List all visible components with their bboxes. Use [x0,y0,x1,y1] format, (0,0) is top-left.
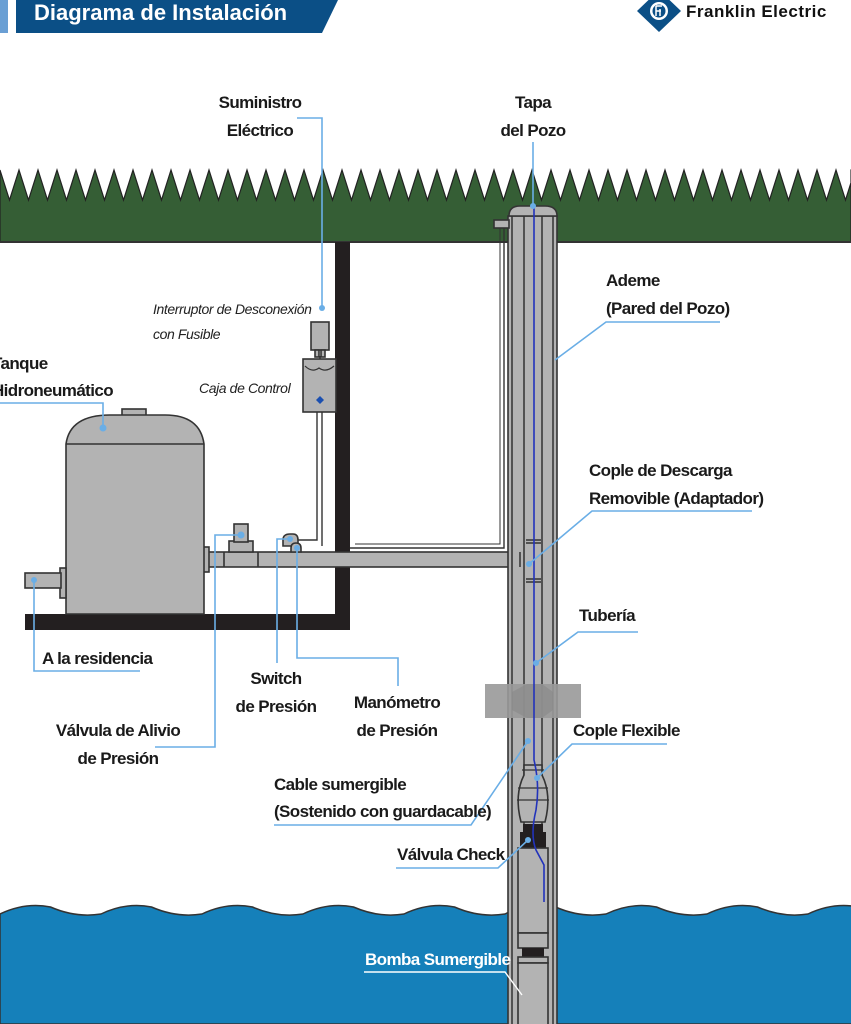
label-cable-line2: (Sostenido con guardacable) [274,802,491,821]
submersible-pump [517,847,549,1024]
brand-name: Franklin Electric [686,2,827,21]
label-ademe-line2: (Pared del Pozo) [606,299,730,318]
label-a-la-residencia: A la residencia [42,649,154,668]
submersible-cable [532,206,545,902]
franklin-diamond-logo-icon [637,0,681,32]
label-tapa-line1: Tapa [515,93,552,112]
label-switch-line2: de Presión [236,697,317,716]
title-bar [16,0,338,33]
seal-band [485,684,581,718]
label-cable-line1: Cable sumergible [274,775,406,794]
label-manometro-line1: Manómetro [354,693,440,712]
label-tanque-line1: Tanque [0,354,48,373]
control-box-logo-icon [316,396,324,404]
header: Diagrama de Instalación Franklin Electri… [0,0,827,33]
pressure-tank [24,408,205,615]
water-table [0,904,851,1024]
label-tanque-line2: Hidroneumático [0,381,113,400]
ground-grass [0,168,851,243]
fused-disconnect-switch [310,321,330,358]
label-valvula-check: Válvula Check [397,845,506,864]
label-manometro-line2: de Presión [357,721,438,740]
leader-lines [0,117,752,996]
label-interruptor-line2: con Fusible [153,326,221,342]
labels: Suministro Eléctrico Tapa del Pozo Inter… [0,93,764,969]
page-title: Diagrama de Instalación [34,0,287,25]
label-bomba-sumergible: Bomba Sumergible [365,950,510,969]
label-tapa-line2: del Pozo [500,121,565,140]
label-valvula-alivio-line1: Válvula de Alivio [56,721,180,740]
label-tuberia: Tubería [579,606,636,625]
label-cople-descarga-line2: Removible (Adaptador) [589,489,763,508]
control-box [302,358,337,413]
well-casing [493,205,558,1024]
label-interruptor-line1: Interruptor de Desconexión [153,301,312,317]
label-cople-descarga-line1: Cople de Descarga [589,461,733,480]
label-cople-flexible: Cople Flexible [573,721,680,740]
label-caja-control: Caja de Control [199,380,292,396]
house-foundation [25,242,350,630]
label-suministro-line1: Suministro [219,93,302,112]
label-suministro-line2: Eléctrico [227,121,294,140]
control-wiring [298,228,505,549]
label-switch-line1: Switch [250,669,301,688]
label-valvula-alivio-line2: de Presión [78,749,159,768]
accent-stripe [0,0,8,33]
flexible-coupling [517,764,549,823]
label-ademe-line1: Ademe [606,271,660,290]
